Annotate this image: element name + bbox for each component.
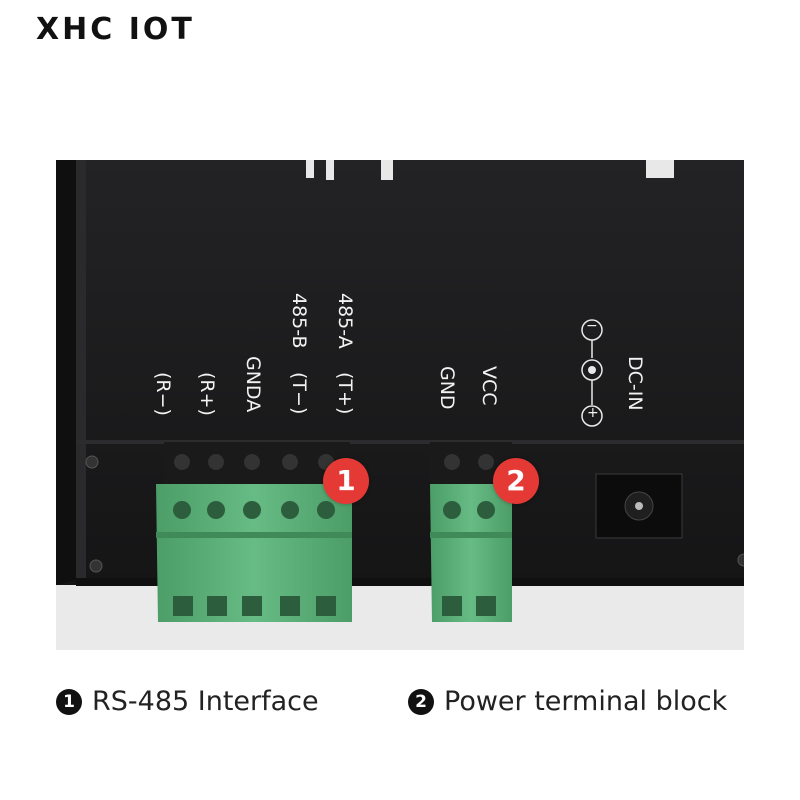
brand-logo: XHC IOT	[36, 12, 195, 47]
print-fragment	[306, 160, 314, 178]
label-dc-in: DC-IN	[624, 356, 646, 411]
legend-item-rs485: 1 RS-485 Interface	[56, 686, 319, 717]
legend-text: RS-485 Interface	[92, 686, 319, 717]
product-photo: 485-A (T+) 485-B (T−) GNDA (R+) (R−) VCC…	[56, 160, 744, 650]
label-t-minus: (T−)	[288, 372, 310, 415]
label-r-plus: (R+)	[196, 372, 218, 416]
label-485a: 485-A	[334, 293, 356, 349]
screw	[85, 455, 99, 469]
rs485-terminal-block	[156, 484, 352, 622]
polarity-minus: −	[586, 318, 598, 334]
legend-number: 1	[56, 688, 82, 715]
label-485b: 485-B	[288, 293, 310, 349]
legend-text: Power terminal block	[444, 686, 728, 717]
polarity-symbol	[581, 319, 603, 427]
legend-number: 2	[408, 688, 434, 715]
legend-item-power: 2 Power terminal block	[408, 686, 727, 717]
label-t-plus: (T+)	[334, 372, 356, 415]
badge-1: 1	[323, 458, 369, 504]
label-gnd: GND	[436, 366, 458, 410]
polarity-plus: +	[587, 405, 599, 421]
label-r-minus: (R−)	[152, 372, 174, 416]
label-vcc: VCC	[478, 366, 500, 406]
device-illustration	[56, 160, 744, 650]
label-gnda: GNDA	[242, 356, 264, 413]
device-side	[56, 160, 76, 585]
badge-2: 2	[493, 458, 539, 504]
